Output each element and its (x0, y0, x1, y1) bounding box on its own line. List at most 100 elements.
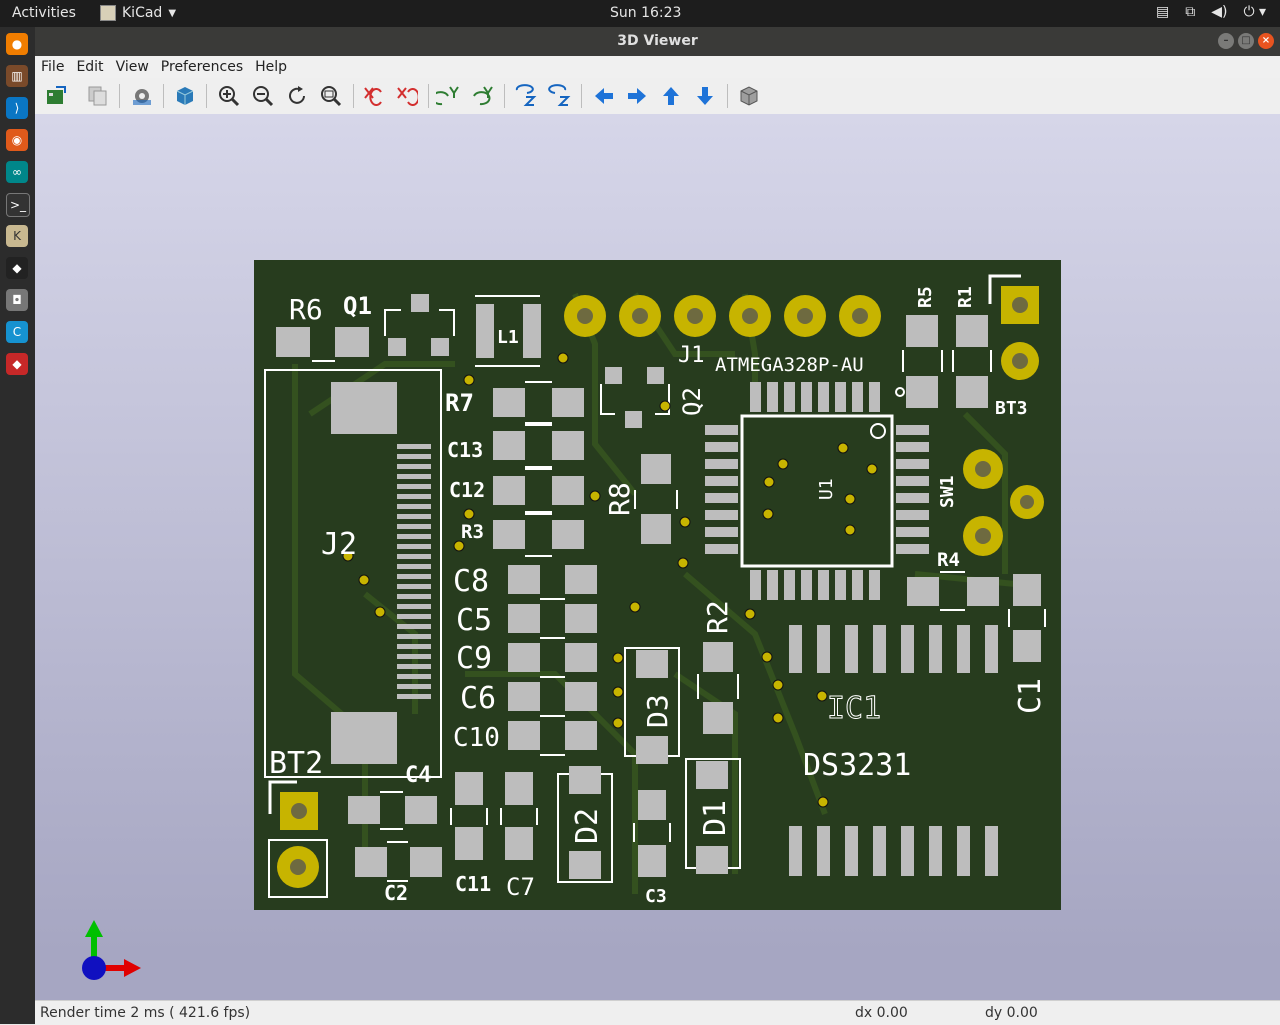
label-r1: R1 (955, 286, 976, 308)
zoom-out-button[interactable] (250, 83, 276, 109)
menu-edit[interactable]: Edit (76, 59, 104, 75)
render-time: Render time 2 ms ( 421.6 fps) (40, 1005, 251, 1021)
raytracing-button[interactable] (172, 83, 198, 109)
menu-list-icon[interactable]: ▤ (1155, 4, 1170, 20)
dock: ● ▥ ⟩ ◉ ∞ >_ K ◆ ◘ C ◆ (0, 27, 35, 1024)
dy-readout: dy 0.00 (985, 1005, 1038, 1021)
inkscape-icon[interactable]: ◆ (6, 257, 28, 279)
window-title: 3D Viewer (617, 33, 698, 49)
label-c1: C1 (1013, 678, 1048, 714)
rotate-z-ccw-icon (548, 84, 571, 106)
label-ic1: IC1 (827, 691, 881, 726)
status-bar: Render time 2 ms ( 421.6 fps) dx 0.00 dy… (35, 1000, 1280, 1025)
minimize-button[interactable]: – (1218, 33, 1234, 49)
zoom-fit-button[interactable] (318, 83, 344, 109)
label-c3: C3 (645, 886, 667, 907)
label-r4: R4 (937, 549, 960, 571)
cube-icon (176, 87, 194, 105)
cura-icon[interactable]: C (6, 321, 28, 343)
j2-pins (397, 444, 431, 699)
system-tray[interactable]: ▤ ⧉ ◀) ⏻ ▾ (1156, 4, 1266, 20)
label-bt2: BT2 (269, 746, 323, 781)
label-r3: R3 (461, 521, 484, 543)
menu-help[interactable]: Help (255, 59, 288, 75)
activities-button[interactable]: Activities (12, 5, 76, 21)
arrow-left-icon (595, 88, 613, 104)
rotate-x-ccw-icon (397, 87, 418, 106)
vias (342, 352, 878, 808)
j1-header (564, 295, 881, 337)
label-c11: C11 (455, 872, 491, 896)
close-button[interactable]: × (1258, 33, 1274, 49)
app-menu-label: KiCad (122, 5, 163, 21)
zoom-in-button[interactable] (216, 83, 242, 109)
arrow-down-icon (697, 87, 713, 105)
move-up-button[interactable] (658, 83, 684, 109)
terminal-icon[interactable]: >_ (6, 193, 30, 217)
menu-view[interactable]: View (115, 59, 149, 75)
label-c9: C9 (456, 641, 492, 676)
passive-pads-left (493, 388, 597, 750)
clock[interactable]: Sun 16:23 (610, 5, 682, 21)
label-r8: R8 (603, 482, 636, 516)
ortho-view-button[interactable] (736, 83, 762, 109)
firefox-icon[interactable]: ◉ (6, 129, 28, 151)
label-c13: C13 (447, 438, 483, 462)
label-d1: D1 (698, 800, 733, 836)
redraw-button[interactable] (284, 83, 310, 109)
arrow-up-icon (663, 87, 679, 105)
label-j1: J1 (678, 343, 705, 368)
label-c8: C8 (453, 564, 489, 599)
label-c2: C2 (384, 881, 408, 905)
label-ds3231: DS3231 (803, 748, 911, 783)
arduino-icon[interactable]: ∞ (6, 161, 28, 183)
copy-image-button[interactable] (85, 83, 111, 109)
passive-silk-left (525, 381, 565, 756)
settings-button[interactable] (129, 83, 155, 109)
vscode-icon[interactable]: ⟩ (6, 97, 28, 119)
firefox-flame-icon[interactable]: ● (6, 33, 28, 55)
rotate-y-cw-button[interactable] (435, 83, 461, 109)
j2-outline (264, 369, 442, 778)
move-down-button[interactable] (692, 83, 718, 109)
kicad-app-icon (100, 5, 116, 21)
app-red-icon[interactable]: ◆ (6, 353, 28, 375)
move-left-button[interactable] (591, 83, 617, 109)
move-right-button[interactable] (624, 83, 650, 109)
pcb-3d-render: R6 Q1 L1 J1 ATMEGA328P-AU Q2 R5 R1 BT3 R… (82, 260, 1061, 980)
rotate-x-cw-icon (364, 87, 382, 106)
rotate-y-cw-icon (436, 86, 459, 106)
files-icon[interactable]: ▥ (6, 65, 28, 87)
label-c7: C7 (506, 873, 535, 901)
app-menu-kicad[interactable]: KiCad ▼ (100, 5, 176, 21)
label-r6: R6 (289, 293, 323, 326)
reload-board-button[interactable] (43, 83, 69, 109)
menu-file[interactable]: File (41, 59, 65, 75)
3d-canvas[interactable]: R6 Q1 L1 J1 ATMEGA328P-AU Q2 R5 R1 BT3 R… (35, 114, 1280, 1000)
u1-pins (705, 382, 929, 600)
volume-icon[interactable]: ◀) (1211, 4, 1228, 20)
rotate-x-ccw-button[interactable] (393, 83, 419, 109)
label-q1: Q1 (343, 292, 372, 320)
label-bt3: BT3 (995, 398, 1028, 419)
zoom-in-icon (219, 86, 240, 107)
menu-preferences[interactable]: Preferences (160, 59, 244, 75)
rotate-z-ccw-button[interactable] (546, 83, 572, 109)
power-icon[interactable]: ⏻ ▾ (1243, 4, 1266, 20)
label-q2: Q2 (678, 387, 706, 416)
maximize-button[interactable]: □ (1238, 33, 1254, 49)
camera-icon[interactable]: ◘ (6, 289, 28, 311)
rotate-y-ccw-button[interactable] (469, 83, 495, 109)
window-titlebar[interactable]: 3D Viewer – □ × (35, 27, 1280, 56)
dx-readout: dx 0.00 (855, 1005, 908, 1021)
system-top-bar: Activities KiCad ▼ Sun 16:23 ▤ ⧉ ◀) ⏻ ▾ (0, 0, 1280, 27)
network-icon[interactable]: ⧉ (1185, 4, 1196, 20)
axis-gizmo (82, 920, 141, 980)
silkscreen-labels: R6 Q1 L1 J1 ATMEGA328P-AU Q2 R5 R1 BT3 R… (269, 286, 1048, 907)
rotate-z-cw-button[interactable] (512, 83, 538, 109)
ic1-pins (789, 625, 998, 876)
rotate-x-cw-button[interactable] (360, 83, 386, 109)
label-c5: C5 (456, 603, 492, 638)
kicad-icon[interactable]: K (6, 225, 28, 247)
chevron-down-icon: ▼ (168, 7, 177, 19)
